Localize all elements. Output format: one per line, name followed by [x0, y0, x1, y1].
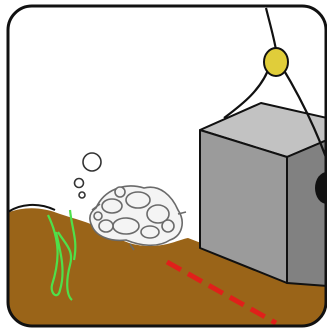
hook-icon — [264, 48, 288, 76]
